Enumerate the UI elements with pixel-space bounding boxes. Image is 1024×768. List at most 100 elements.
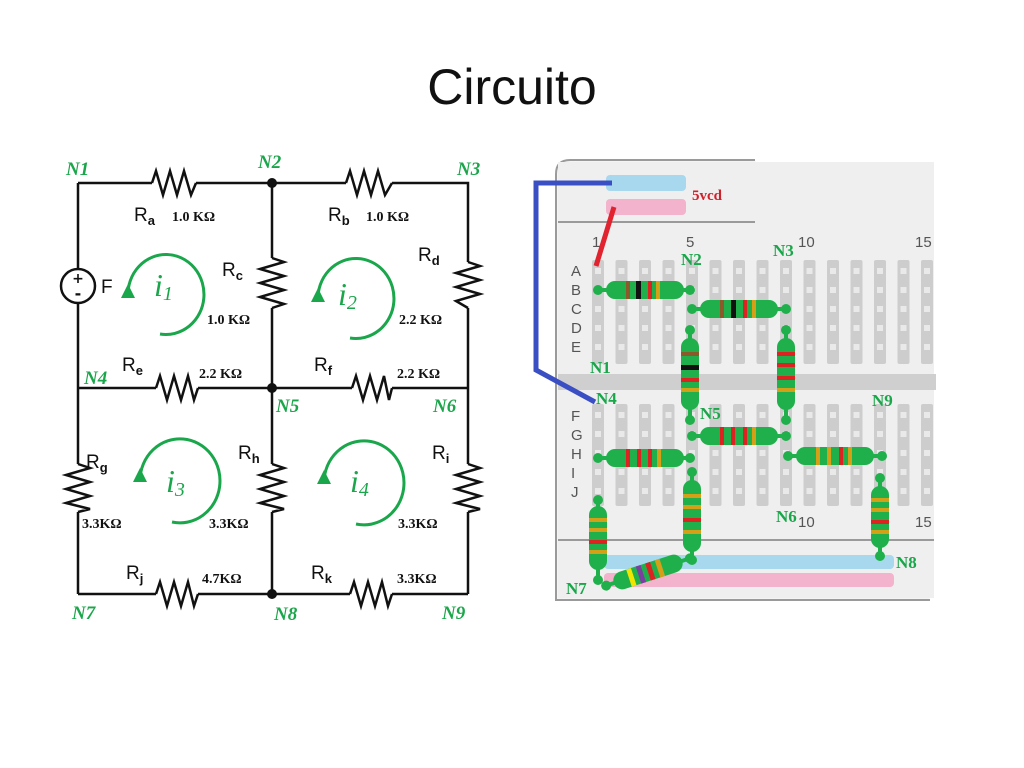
hole: [759, 488, 766, 494]
bb-node-label-n4: N4: [596, 389, 617, 408]
hole: [736, 268, 742, 274]
hole: [665, 344, 672, 350]
node-label-n7: N7: [71, 603, 97, 624]
source-label: F: [101, 277, 113, 298]
junction-dot-n8: [267, 589, 277, 599]
resistor-rg-label: Rg: [86, 452, 108, 475]
loop-i1-arc-icon: [126, 253, 206, 336]
hole: [595, 431, 601, 437]
hole: [712, 469, 719, 475]
hole: [806, 268, 813, 274]
breadboard-resistors: [589, 281, 889, 591]
resistor-rg-value: 3.3KΩ: [82, 517, 122, 532]
hole: [712, 488, 719, 494]
loop-i1-arrow-icon: [121, 284, 135, 298]
loop-i1-label: i1: [154, 267, 173, 305]
bottom-column-number-15: 15: [915, 514, 932, 531]
row-letter-h: H: [571, 446, 582, 463]
bb-node-label-n8: N8: [896, 553, 917, 572]
hole: [853, 325, 860, 331]
hole: [618, 412, 625, 418]
hole: [853, 268, 860, 274]
hole: [877, 412, 883, 418]
hole: [712, 450, 719, 456]
hole: [877, 325, 883, 331]
resistor-rf-symbol: [350, 371, 394, 405]
hole: [618, 325, 625, 331]
bb-resistor-10: [589, 495, 607, 585]
hole: [712, 412, 719, 418]
node-label-n6: N6: [432, 396, 457, 417]
hole: [806, 344, 813, 350]
bb-resistor-7: [783, 447, 887, 465]
resistor-rb-symbol: [344, 166, 394, 200]
node-label-n9: N9: [441, 603, 466, 624]
hole: [924, 450, 930, 456]
hole: [924, 306, 930, 312]
hole: [900, 268, 907, 274]
hole: [595, 344, 601, 350]
breadboard-node-labels: N1 N2 N3 N4 N5 N6 N7 N8 N9: [566, 241, 917, 598]
column-number-10: 10: [798, 234, 815, 251]
junction-dot-n5: [267, 383, 277, 393]
hole: [830, 412, 836, 418]
hole: [806, 287, 813, 293]
hole: [877, 268, 883, 274]
resistor-rj-symbol: [154, 577, 200, 611]
hole: [853, 412, 860, 418]
hole: [736, 450, 742, 456]
hole: [759, 287, 766, 293]
hole: [759, 469, 766, 475]
resistor-ra-symbol: [150, 166, 198, 200]
supply-label: 5vcd: [692, 188, 723, 204]
hole: [806, 306, 813, 312]
node-label-n2: N2: [257, 152, 282, 173]
hole: [736, 287, 742, 293]
jumper-wire-blue: [533, 180, 612, 405]
resistor-rh-symbol: [255, 462, 289, 514]
hole: [853, 287, 860, 293]
hole: [830, 306, 836, 312]
row-letter-f: F: [571, 408, 580, 425]
hole: [595, 325, 601, 331]
loop-i3-arrow-icon: [133, 468, 147, 482]
bb-node-label-n2: N2: [681, 250, 702, 269]
hole: [736, 488, 742, 494]
schematic: + - F N1 N2 N3 N4 N5 N6 N7 N8 N9 Ra 1.0 …: [59, 152, 485, 625]
hole: [924, 412, 930, 418]
hole: [853, 488, 860, 494]
hole: [900, 325, 907, 331]
resistor-labels: Ra 1.0 KΩ Rb 1.0 KΩ Rc 1.0 KΩ Rd 2.2 KΩ …: [82, 205, 449, 587]
plus-icon: +: [72, 271, 84, 287]
hole: [736, 412, 742, 418]
hole: [924, 287, 930, 293]
hole: [759, 344, 766, 350]
hole: [642, 306, 648, 312]
hole: [924, 268, 930, 274]
hole: [712, 344, 719, 350]
bb-resistor-3: [681, 325, 699, 425]
resistor-rc-value: 1.0 KΩ: [207, 313, 250, 328]
resistor-ri-label: Ri: [432, 443, 449, 466]
loop-i2: i2: [311, 257, 396, 340]
hole: [900, 306, 907, 312]
hole: [900, 287, 907, 293]
bb-node-label-n6: N6: [776, 507, 797, 526]
hole: [665, 431, 672, 437]
loop-i4-arc-icon: [322, 439, 406, 527]
hole: [736, 469, 742, 475]
hole: [877, 344, 883, 350]
bb-node-label-n7: N7: [566, 579, 587, 598]
hole: [618, 268, 625, 274]
hole: [830, 431, 836, 437]
node-label-n3: N3: [456, 159, 480, 180]
hole: [853, 306, 860, 312]
hole: [900, 344, 907, 350]
node-label-n4: N4: [83, 368, 107, 389]
hole: [877, 469, 883, 475]
bb-node-label-n9: N9: [872, 391, 893, 410]
hole: [736, 325, 742, 331]
loop-i2-arrow-icon: [311, 288, 325, 302]
hole: [924, 431, 930, 437]
hole: [924, 344, 930, 350]
